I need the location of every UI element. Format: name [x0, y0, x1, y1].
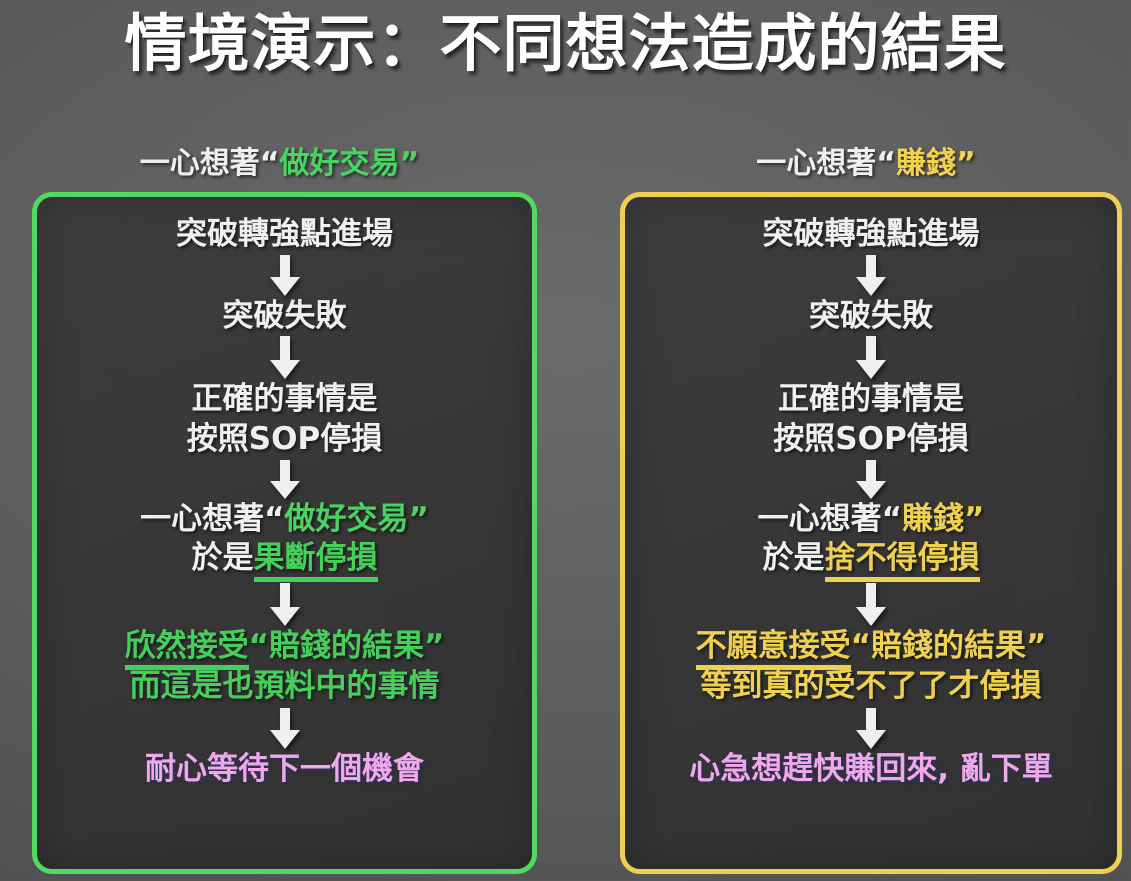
quote-open: “	[259, 146, 280, 181]
refuse-rest: “賠錢的結果”	[850, 628, 1047, 665]
mindset-prefix: 一心想著	[757, 500, 882, 537]
flow-node-accept: 欣然接受“賠錢的結果” 而這是也預料中的事情	[124, 627, 445, 706]
flow-node-line: 一心想著“賺錢”	[758, 500, 985, 540]
down-arrow-icon	[268, 459, 302, 500]
action-underlined: 捨不得停損	[824, 540, 980, 583]
flow-node-panic: 心急想趕快賺回來, 亂下單	[689, 750, 1053, 790]
flow-node-line: 一心想著“做好交易”	[140, 500, 429, 540]
down-arrow-icon	[268, 583, 302, 627]
flow-node-mindset: 一心想著“賺錢” 於是捨不得停損	[758, 500, 985, 583]
flow-node-wait: 耐心等待下一個機會	[145, 750, 424, 790]
flow-node-line: 等到真的受不了了才停損	[700, 667, 1042, 704]
flow-node-line: 欣然接受“賠錢的結果”	[124, 627, 445, 671]
flow-steps: 突破轉強點進場 突破失敗 正確的事情是 按照SOP停損	[37, 197, 532, 869]
flow-node-line: 不願意接受“賠錢的結果”	[695, 627, 1047, 671]
flow-node-failure: 突破失敗	[809, 297, 933, 337]
flow-node-line: 突破轉強點進場	[762, 216, 980, 252]
mindset-highlight: 做好交易	[284, 500, 409, 537]
flow-node-line: 按照SOP停損	[773, 421, 969, 458]
down-arrow-icon	[854, 583, 888, 627]
down-arrow-icon	[268, 708, 302, 750]
quote-close: ”	[399, 146, 420, 181]
quote-close: ”	[408, 500, 429, 537]
flow-node-correct: 正確的事情是 按照SOP停損	[773, 380, 968, 459]
flow-node-line: 心急想趕快賺回來, 亂下單	[689, 751, 1053, 788]
flow-node-correct: 正確的事情是 按照SOP停損	[187, 380, 382, 459]
column-header-highlight: 做好交易	[279, 146, 400, 181]
flow-node-mindset: 一心想著“做好交易” 於是果斷停損	[140, 500, 429, 583]
flow-node-line: 突破失敗	[809, 297, 933, 334]
down-arrow-icon	[854, 336, 888, 380]
column-header-prefix: 一心想著	[139, 146, 260, 181]
quote-open: “	[264, 500, 285, 537]
quote-open: “	[881, 500, 902, 537]
column-header-good-trade: 一心想著“做好交易”	[32, 138, 527, 182]
action-underlined: 果斷停損	[253, 540, 378, 583]
mindset-highlight: 賺錢	[902, 500, 964, 537]
flow-node-refuse: 不願意接受“賠錢的結果” 等到真的受不了了才停損	[695, 627, 1047, 706]
quote-close: ”	[956, 146, 976, 181]
flow-panel-make-money: 突破轉強點進場 突破失敗 正確的事情是 按照SOP停損	[620, 192, 1122, 874]
action-prefix: 於是	[191, 540, 254, 577]
flow-panel-good-trade: 突破轉強點進場 突破失敗 正確的事情是 按照SOP停損	[32, 192, 537, 874]
refuse-underlined: 不願意接受	[695, 628, 851, 671]
flow-node-line: 耐心等待下一個機會	[145, 751, 424, 788]
flow-steps: 突破轉強點進場 突破失敗 正確的事情是 按照SOP停損	[625, 197, 1117, 869]
flow-node-line: 正確的事情是	[778, 381, 964, 418]
down-arrow-icon	[268, 336, 302, 380]
down-arrow-icon	[854, 459, 888, 500]
column-header-highlight: 賺錢	[896, 146, 956, 181]
flow-node-line: 突破轉強點進場	[176, 216, 393, 252]
down-arrow-icon	[854, 254, 888, 297]
flow-node-line: 於是捨不得停損	[758, 539, 985, 583]
down-arrow-icon	[854, 708, 888, 750]
quote-close: ”	[964, 500, 985, 537]
column-header-prefix: 一心想著	[756, 146, 877, 181]
action-prefix: 於是	[762, 540, 825, 577]
flow-node-line: 而這是也預料中的事情	[129, 667, 440, 704]
page-title: 情境演示：不同想法造成的結果	[124, 7, 1007, 80]
flow-node-line: 於是果斷停損	[140, 539, 429, 583]
flow-node-line: 按照SOP停損	[186, 421, 383, 458]
down-arrow-icon	[268, 254, 302, 297]
flow-node-entry: 突破轉強點進場	[176, 215, 393, 255]
accept-rest: “賠錢的結果”	[248, 628, 445, 665]
flow-node-line: 正確的事情是	[191, 381, 378, 418]
flow-node-line: 突破失敗	[222, 297, 347, 334]
mindset-prefix: 一心想著	[140, 500, 265, 537]
quote-open: “	[876, 146, 896, 181]
flow-node-failure: 突破失敗	[223, 297, 347, 337]
accept-underlined: 欣然接受	[124, 628, 249, 671]
flow-node-entry: 突破轉強點進場	[763, 215, 980, 255]
column-header-make-money: 一心想著“賺錢”	[620, 138, 1112, 182]
